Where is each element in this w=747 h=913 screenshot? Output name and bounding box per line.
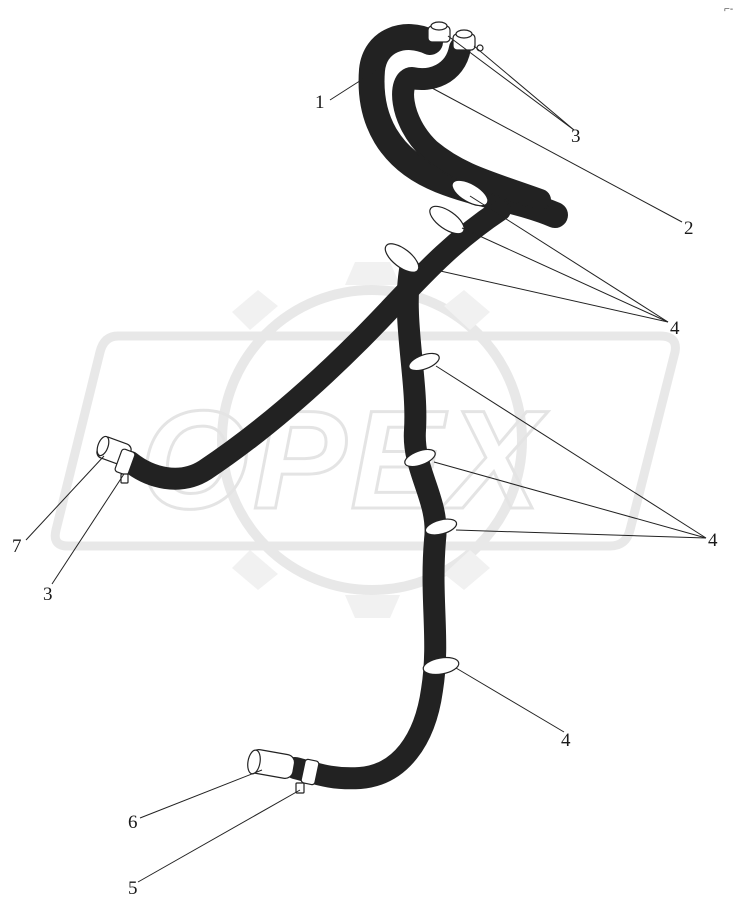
hose-2-fill bbox=[393, 38, 550, 210]
leader-6 bbox=[139, 769, 263, 819]
connector-port bbox=[455, 29, 473, 39]
clamp-ring bbox=[422, 656, 460, 676]
leader-2 bbox=[431, 87, 683, 223]
leader-4-upper-b bbox=[461, 227, 669, 323]
watermark-banner bbox=[50, 331, 680, 551]
clamp-ring bbox=[424, 518, 458, 536]
fitting-clamp bbox=[114, 448, 136, 476]
hose-vertical-fill bbox=[285, 260, 446, 788]
fitting-clamp-screw bbox=[120, 473, 129, 484]
callout-5: 5 bbox=[128, 878, 138, 899]
callout-3-top: 3 bbox=[571, 126, 581, 147]
callout-2: 2 bbox=[684, 218, 694, 239]
top-connectors bbox=[427, 21, 484, 52]
connector-clip bbox=[476, 44, 484, 52]
clamp-ring bbox=[451, 179, 489, 207]
fitting-port bbox=[96, 435, 110, 457]
leader-3b bbox=[473, 45, 575, 131]
leader-4-upper-a bbox=[469, 195, 669, 323]
hose-diagonal-fill bbox=[120, 200, 510, 489]
bottom-fitting bbox=[247, 749, 320, 794]
leader-4-mid-c bbox=[455, 529, 707, 539]
fitting-clamp-screw bbox=[295, 782, 305, 794]
leader-4-lower bbox=[455, 667, 565, 733]
clamp-ring bbox=[408, 352, 440, 372]
leader-1 bbox=[329, 67, 381, 101]
callout-4-middle: 4 bbox=[708, 530, 718, 551]
clamp-ring bbox=[384, 243, 420, 273]
callout-3-left: 3 bbox=[43, 584, 53, 605]
hose-1-fill bbox=[360, 25, 567, 227]
callout-4-lower: 4 bbox=[561, 730, 571, 751]
clamps-group bbox=[384, 179, 489, 676]
watermark-gear bbox=[217, 262, 527, 618]
clamp-ring bbox=[404, 448, 436, 468]
opex-watermark: OPEX bbox=[50, 262, 680, 618]
callout-7: 7 bbox=[12, 536, 22, 557]
hose-assembly bbox=[119, 24, 568, 790]
fitting-clamp bbox=[300, 758, 320, 786]
leader-5 bbox=[137, 789, 301, 883]
callout-6: 6 bbox=[128, 812, 138, 833]
leader-7 bbox=[25, 455, 105, 541]
callout-1: 1 bbox=[315, 92, 325, 113]
left-fitting bbox=[96, 435, 136, 484]
leader-4-upper-c bbox=[417, 265, 669, 323]
corner-mark: ⌐- bbox=[724, 4, 733, 15]
clamp-ring bbox=[429, 205, 465, 235]
leader-3-left bbox=[51, 473, 125, 585]
connector-port bbox=[430, 21, 448, 31]
callout-labels: 1 2 3 4 4 4 7 3 6 5 bbox=[12, 92, 718, 899]
callout-4-upper: 4 bbox=[670, 318, 680, 339]
leader-4-mid-b bbox=[433, 461, 707, 539]
leader-3a bbox=[447, 35, 575, 131]
leader-lines bbox=[25, 35, 707, 883]
leader-4-mid-a bbox=[435, 365, 707, 539]
